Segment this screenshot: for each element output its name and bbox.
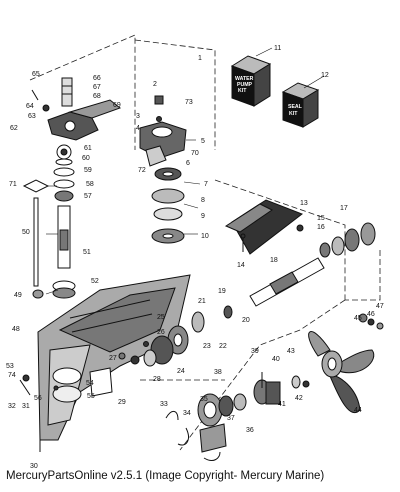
callout-67: 67: [93, 84, 101, 91]
callout-23: 23: [203, 343, 211, 350]
callout-73: 73: [185, 99, 193, 106]
callout-64: 64: [26, 103, 34, 110]
callout-40: 40: [272, 356, 280, 363]
diagram-caption: MercuryPartsOnline v2.5.1 (Image Copyrig…: [6, 470, 325, 482]
callout-17: 17: [340, 205, 348, 212]
callout-61: 61: [84, 145, 92, 152]
callout-6: 6: [186, 160, 190, 167]
callout-8: 8: [201, 197, 205, 204]
callout-13: 13: [300, 200, 308, 207]
gear-housing-exploded-diagram: WATER PUMP KIT SEAL KIT: [6, 34, 384, 470]
callout-9: 9: [201, 213, 205, 220]
callout-45: 45: [354, 315, 362, 322]
water-pump-assembly: [139, 95, 187, 244]
callout-62: 62: [10, 125, 18, 132]
water-pump-kit-line-3: KIT: [238, 88, 247, 94]
callout-27: 27: [109, 355, 117, 362]
callout-68: 68: [93, 93, 101, 100]
propeller: [253, 313, 384, 413]
callout-63: 63: [28, 113, 36, 120]
callout-71: 71: [9, 181, 17, 188]
callout-28: 28: [153, 376, 161, 383]
water-pump-kit-box: WATER PUMP KIT: [230, 55, 272, 107]
callout-54: 54: [86, 380, 94, 387]
callout-72: 72: [138, 167, 146, 174]
callout-15: 15: [317, 215, 325, 222]
callout-70: 70: [191, 150, 199, 157]
callout-12: 12: [321, 72, 329, 79]
callout-65: 65: [32, 71, 40, 78]
callout-50: 50: [22, 229, 30, 236]
leader-lines: [45, 47, 325, 295]
callout-19: 19: [218, 288, 226, 295]
callout-18: 18: [270, 257, 278, 264]
callout-labels: 1234567891011121314151617181920212223242…: [6, 45, 384, 470]
callout-53: 53: [6, 363, 14, 370]
callout-43: 43: [287, 348, 295, 355]
callout-7: 7: [204, 181, 208, 188]
callout-39: 39: [251, 348, 259, 355]
callout-11: 11: [274, 45, 281, 52]
callout-4: 4: [136, 125, 140, 132]
callout-10: 10: [201, 233, 209, 240]
callout-74: 74: [8, 372, 16, 379]
callout-35: 35: [200, 396, 208, 403]
callout-60: 60: [82, 155, 90, 162]
callout-41: 41: [278, 401, 286, 408]
callout-38: 38: [214, 369, 222, 376]
water-pump-kit-line-2: PUMP: [237, 82, 253, 88]
callout-66: 66: [93, 75, 101, 82]
callout-36: 36: [246, 427, 254, 434]
propeller-shaft: [223, 257, 325, 319]
callout-22: 22: [219, 343, 227, 350]
callout-1: 1: [198, 55, 202, 62]
callout-42: 42: [295, 395, 303, 402]
callout-20: 20: [242, 317, 250, 324]
callout-14: 14: [237, 262, 245, 269]
callout-16: 16: [317, 224, 325, 231]
callout-69: 69: [113, 102, 121, 109]
callout-5: 5: [201, 138, 205, 145]
callout-29: 29: [118, 399, 126, 406]
callout-55: 55: [87, 393, 95, 400]
callout-46: 46: [367, 311, 375, 318]
callout-58: 58: [86, 181, 94, 188]
callout-34: 34: [183, 410, 191, 417]
callout-2: 2: [153, 81, 157, 88]
callout-48: 48: [12, 326, 20, 333]
seal-kit-line-1: SEAL: [288, 104, 303, 110]
driveshaft-stack: [22, 77, 122, 299]
trim-tab-assembly: [224, 199, 376, 258]
callout-49: 49: [14, 292, 22, 299]
gearcase-internal-parts: [118, 311, 247, 461]
callout-37: 37: [227, 415, 235, 422]
callout-33: 33: [160, 401, 168, 408]
callout-24: 24: [177, 368, 185, 375]
callout-57: 57: [84, 193, 92, 200]
seal-kit-box: SEAL KIT: [281, 82, 320, 128]
callout-21: 21: [198, 298, 206, 305]
callout-51: 51: [83, 249, 91, 256]
callout-30: 30: [30, 463, 38, 470]
callout-25: 25: [157, 314, 165, 321]
callout-59: 59: [84, 167, 92, 174]
callout-31: 31: [22, 403, 30, 410]
assembly-boundary: [29, 34, 381, 451]
water-pump-kit-line-1: WATER: [235, 76, 254, 82]
callout-56: 56: [34, 395, 42, 402]
callout-47: 47: [376, 303, 384, 310]
callout-44: 44: [354, 407, 362, 414]
seal-kit-line-2: KIT: [289, 111, 298, 117]
callout-52: 52: [91, 278, 99, 285]
gear-housing: [19, 274, 191, 452]
callout-3: 3: [136, 113, 140, 120]
callout-32: 32: [8, 403, 16, 410]
callout-26: 26: [157, 329, 165, 336]
